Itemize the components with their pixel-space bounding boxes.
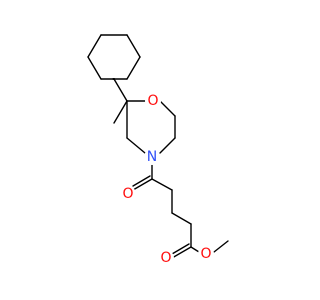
ester-carbonyl-oxygen-label: O [160,250,171,266]
bond [213,240,229,253]
ketone-oxygen-label: O [122,186,133,202]
molecule-diagram [87,34,229,259]
ester-ether-oxygen-label: O [200,246,211,262]
bond [159,100,176,117]
bond [87,34,102,58]
bond [87,56,102,80]
ester-carbonyl-oxygen-atom: O [158,250,174,266]
bond [132,175,151,187]
bond [132,178,153,191]
bond [113,78,128,102]
bond [126,137,146,154]
bond [190,246,200,253]
bonds [87,34,229,259]
ring-nitrogen-label: N [147,149,157,165]
bond [126,56,141,80]
ring-oxygen-atom: O [145,93,161,109]
bond [171,246,192,259]
ester-ether-oxygen-atom: O [198,246,214,262]
structure-canvas: O N O O O [87,34,229,266]
ketone-oxygen-atom: O [120,186,136,202]
bond [171,212,192,225]
ring-nitrogen-atom: N [144,149,160,165]
ring-oxygen-label: O [147,93,158,109]
molecule-labels: O N O O O [120,93,214,266]
bond [113,100,128,124]
bond [159,137,176,154]
bond [171,243,190,255]
bond [151,178,173,191]
bond [126,34,141,58]
